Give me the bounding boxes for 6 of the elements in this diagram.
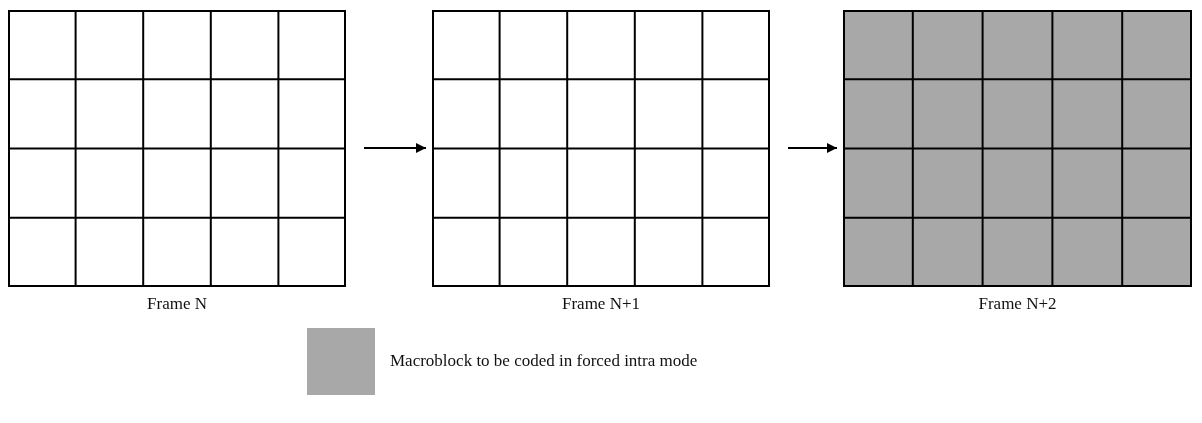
arrow (363, 143, 427, 153)
arrow (787, 143, 838, 153)
legend-text: Macroblock to be coded in forced intra mode (390, 351, 698, 371)
frame-label: Frame N+1 (562, 294, 640, 314)
frame-label: Frame N (147, 294, 207, 314)
frame-label: Frame N+2 (978, 294, 1057, 314)
